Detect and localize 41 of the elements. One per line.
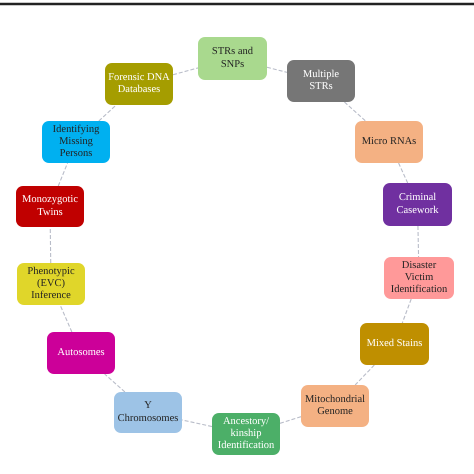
topic-label: STRs and SNPs bbox=[210, 46, 254, 71]
connector-line bbox=[172, 67, 198, 76]
connector-line bbox=[344, 102, 366, 122]
topic-box bbox=[114, 392, 182, 433]
topic-box bbox=[16, 186, 84, 227]
topic-box bbox=[360, 323, 429, 365]
connector-line bbox=[266, 66, 288, 73]
topic-label: Mitochondrial Genome bbox=[304, 394, 366, 418]
connector-line bbox=[417, 226, 420, 258]
topic-label: Identifying Missing Persons bbox=[52, 124, 100, 160]
connector-line bbox=[58, 162, 68, 186]
topic-label: Monozygotic Twins bbox=[21, 194, 79, 219]
connector-line bbox=[98, 104, 117, 122]
topic-label: Disaster Victim Identification bbox=[390, 260, 448, 296]
topic-box bbox=[47, 332, 115, 374]
connector-line bbox=[354, 364, 375, 386]
topic-label: Autosomes bbox=[57, 346, 105, 360]
connector-line bbox=[60, 304, 72, 332]
topic-box bbox=[287, 60, 355, 102]
connector-line bbox=[104, 374, 126, 392]
topic-box bbox=[198, 37, 267, 80]
topic-box bbox=[105, 63, 173, 105]
topic-label: Phenotypic (EVC) Inference bbox=[26, 266, 76, 302]
connector-line bbox=[50, 227, 52, 263]
topic-box bbox=[301, 385, 369, 427]
topic-label: Multiple STRs bbox=[302, 68, 340, 94]
connector-line bbox=[398, 162, 408, 184]
topic-label: Micro RNAs bbox=[362, 136, 416, 148]
connector-line bbox=[182, 419, 212, 428]
topic-box bbox=[17, 263, 85, 305]
connector-line bbox=[402, 298, 412, 324]
topic-label: Mixed Stains bbox=[366, 338, 422, 350]
topic-label: Criminal Casework bbox=[396, 192, 440, 217]
topic-label: Y Chromosomes bbox=[117, 400, 179, 425]
topic-box bbox=[355, 121, 423, 163]
topic-label: Forensic DNA Databases bbox=[108, 72, 170, 96]
topic-box bbox=[383, 183, 452, 226]
topic-label: Ancestory/ kinship Identification bbox=[216, 416, 276, 452]
connector-line bbox=[280, 416, 302, 424]
topic-box bbox=[384, 257, 454, 299]
topic-box bbox=[42, 121, 110, 163]
